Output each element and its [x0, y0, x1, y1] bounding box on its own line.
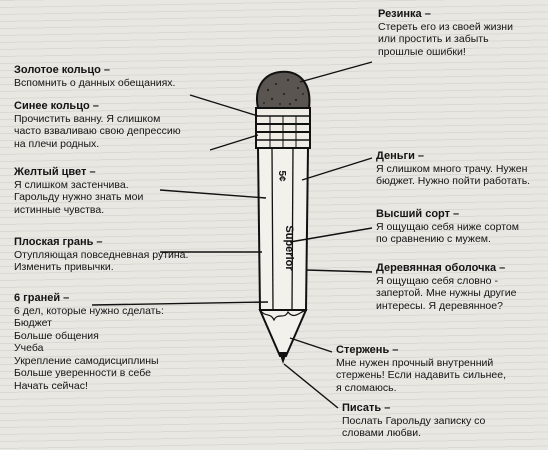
note-title: Деньги –	[376, 150, 425, 162]
note-title: 6 граней –	[14, 292, 70, 304]
note-yellow: Желтый цвет – Я слишком застенчива. Гаро…	[14, 166, 143, 216]
note-blue-ring: Синее кольцо – Прочистить ванну. Я слишк…	[14, 100, 181, 150]
note-line: Стереть его из своей жизни	[378, 20, 513, 33]
note-line: интересы. Я деревянное?	[376, 299, 503, 312]
note-title: Писать –	[342, 402, 391, 414]
note-line: я сломаюсь.	[336, 381, 397, 394]
note-title: Золотое кольцо –	[14, 64, 110, 76]
note-line: 6 дел, которые нужно сделать:	[14, 304, 164, 317]
note-line: стержень! Если надавить сильнее,	[336, 369, 506, 381]
note-title: Желтый цвет –	[14, 166, 96, 178]
note-write: Писать – Послать Гарольду записку со сло…	[342, 402, 485, 440]
note-eraser: Резинка – Стереть его из своей жизни или…	[378, 8, 513, 58]
note-line: Гарольду нужно знать мои	[14, 191, 144, 203]
eraser-texture	[263, 78, 304, 106]
note-title: Синее кольцо –	[14, 100, 99, 112]
note-line: Начать сейчас!	[14, 379, 88, 392]
note-six-faces: 6 граней – 6 дел, которые нужно сделать:…	[14, 292, 164, 392]
note-flat-face: Плоская грань – Отупляющая повседневная …	[14, 236, 188, 274]
note-line: Отупляющая повседневная рутина.	[14, 248, 189, 261]
note-line: истинные чувства.	[14, 203, 105, 216]
note-line: Изменить привычки.	[14, 261, 114, 273]
note-line: Учеба	[14, 342, 44, 354]
note-line: Послать Гарольду записку со	[342, 414, 486, 427]
note-line: Я ощущаю себя ниже сортом	[376, 220, 519, 233]
pencil-tip	[279, 352, 287, 364]
note-money: Деньги – Я слишком много трачу. Нужен бю…	[376, 150, 530, 188]
note-line: Прочистить ванну. Я слишком	[14, 112, 161, 125]
note-line: Укрепление самодисциплины	[14, 354, 159, 367]
note-line: прошлые ошибки!	[378, 45, 466, 58]
note-line: бюджет. Нужно пойти работать.	[376, 175, 531, 187]
note-line: Вспомнить о данных обещаниях.	[14, 76, 176, 89]
leader-lines	[91, 61, 373, 409]
note-line: или простить и забыть	[378, 33, 489, 45]
note-line: Я слишком застенчива.	[14, 178, 129, 191]
note-title: Резинка –	[378, 8, 431, 20]
note-title: Стержень –	[336, 344, 399, 356]
note-title: Деревянная оболочка –	[376, 262, 506, 274]
note-line: Я ощущаю себя словно -	[376, 274, 498, 287]
note-wood: Деревянная оболочка – Я ощущаю себя слов…	[376, 262, 516, 312]
note-gold-ring: Золотое кольцо – Вспомнить о данных обещ…	[14, 64, 175, 89]
note-line: Мне нужен прочный внутренний	[336, 356, 494, 369]
note-line: словами любви.	[342, 427, 422, 439]
note-line: Я слишком много трачу. Нужен	[376, 162, 528, 175]
note-title: Плоская грань –	[14, 236, 103, 248]
pencil-wood	[258, 309, 308, 357]
note-core: Стержень – Мне нужен прочный внутренний …	[336, 344, 506, 394]
note-line: Больше уверенности в себе	[14, 367, 151, 379]
note-line: Больше общения	[14, 329, 99, 342]
note-line: на плечи родных.	[14, 137, 100, 150]
note-line: по сравнению с мужем.	[376, 233, 491, 245]
note-line: Бюджет	[14, 317, 52, 329]
brand-label: Superior	[283, 225, 295, 271]
note-title: Высший сорт –	[376, 208, 460, 220]
note-top-grade: Высший сорт – Я ощущаю себя ниже сортом …	[376, 208, 519, 246]
note-line: запертой. Мне нужны другие	[376, 287, 517, 299]
note-line: часто взваливаю свою депрессию	[14, 125, 181, 137]
price-label: 5¢	[276, 170, 287, 182]
